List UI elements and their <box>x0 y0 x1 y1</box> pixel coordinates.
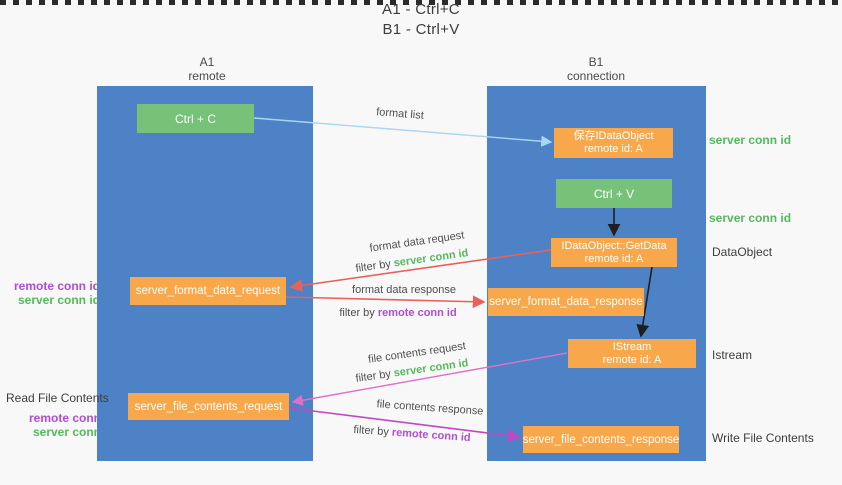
left-conn-id-group-bottom: remote conn id server conn id <box>0 411 115 439</box>
remote-conn-id-key: remote conn id <box>377 307 457 319</box>
lane-a1-header: A1 remote <box>157 55 257 83</box>
format-data-response-arrow <box>285 295 486 309</box>
getdata-line1: IDataObject::GetData <box>561 239 667 252</box>
lane-b1-header: B1 connection <box>546 55 646 83</box>
server-format-data-response-label: server_format_data_response <box>489 296 643 308</box>
left-conn-id-group-top: remote conn id server conn id <box>0 279 100 307</box>
filter-by-text: filter by <box>354 257 395 275</box>
server-conn-id-annotation: server conn id <box>17 293 100 307</box>
server-conn-id-annotation: server conn id <box>32 425 115 439</box>
istream-box: IStream remote id: A <box>568 339 696 368</box>
filter-by-text: filter by <box>339 307 378 319</box>
save-idataobject-box: 保存IDataObject remote id: A <box>554 128 673 158</box>
server-conn-id-key: server conn id <box>392 247 470 270</box>
remote-conn-id-annotation: remote conn id <box>28 411 115 425</box>
dataobject-annotation: DataObject <box>712 245 773 259</box>
ctrl-v-box: Ctrl + V <box>556 179 672 208</box>
lane-a1-name: A1 <box>199 55 215 69</box>
save-idataobject-line2: remote id: A <box>584 143 643 155</box>
filter-by-text: filter by <box>353 423 393 439</box>
filter-by-text: filter by <box>354 367 395 385</box>
session-divider <box>0 0 842 5</box>
ctrl-c-label: Ctrl + C <box>174 111 216 126</box>
server-conn-id-annotation-mid: server conn id <box>709 211 792 225</box>
server-format-data-request-box: server_format_data_request <box>130 277 286 305</box>
istream-line2: remote id: A <box>602 353 662 366</box>
format-data-response-label: format data response <box>352 284 456 296</box>
read-file-contents-annotation: Read File Contents <box>6 391 109 405</box>
write-file-contents-annotation: Write File Contents <box>712 431 814 445</box>
lane-b1-name: B1 <box>588 55 604 69</box>
server-file-contents-response-box: server_file_contents_response <box>523 426 679 453</box>
server-conn-id-annotation-top: server conn id <box>709 133 792 147</box>
istream-line1: IStream <box>612 340 652 353</box>
remote-conn-id-key: remote conn id <box>391 426 471 445</box>
title-line-2: B1 - Ctrl+V <box>382 21 460 38</box>
server-format-data-request-label: server_format_data_request <box>135 285 281 297</box>
file-contents-response-label: file contents response <box>376 398 484 418</box>
getdata-box: IDataObject::GetData remote id: A <box>551 238 677 267</box>
server-file-contents-request-box: server_file_contents_request <box>128 393 289 420</box>
server-file-contents-response-label: server_file_contents_response <box>522 433 680 446</box>
ctrl-v-label: Ctrl + V <box>593 186 635 201</box>
diagram-title: A1 - Ctrl+C B1 - Ctrl+V <box>0 0 842 40</box>
remote-conn-id-annotation: remote conn id <box>13 279 100 293</box>
server-file-contents-request-label: server_file_contents_request <box>134 400 283 413</box>
getdata-line2: remote id: A <box>584 252 644 265</box>
lane-a1-subtitle: remote <box>188 69 226 83</box>
file-contents-response-filter: filter by remote conn id <box>353 424 471 444</box>
istream-annotation: Istream <box>712 348 753 362</box>
ctrl-c-box: Ctrl + C <box>137 104 254 133</box>
format-list-label: format list <box>375 106 425 122</box>
title-line-1: A1 - Ctrl+C <box>382 1 460 18</box>
server-format-data-response-box: server_format_data_response <box>488 288 644 316</box>
format-data-response-filter: filter by remote conn id <box>339 307 456 319</box>
save-idataobject-line1: 保存IDataObject <box>573 130 654 142</box>
lane-b1-subtitle: connection <box>566 69 626 83</box>
